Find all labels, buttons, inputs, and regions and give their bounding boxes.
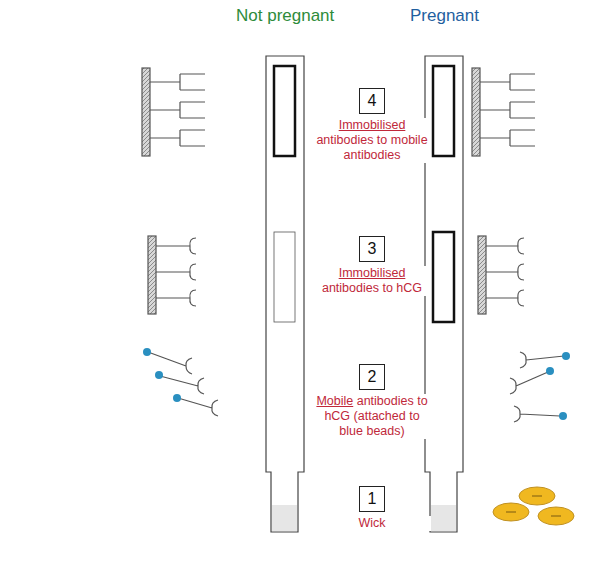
column-heading: Pregnant (410, 6, 479, 26)
bead-antibodies-right (510, 352, 570, 422)
immobilised-hcg-antibodies-right (478, 236, 524, 314)
step-description: Mobile antibodies to hCG (attached to bl… (313, 394, 431, 439)
strip-not-pregnant (266, 56, 304, 532)
callout-number: 3 (359, 236, 385, 262)
callout-number: 2 (359, 364, 385, 390)
bead-antibodies-left (143, 348, 218, 416)
callout-number: 4 (359, 88, 385, 114)
callout-number: 1 (359, 486, 385, 512)
step-box: 3Immobilised antibodies to hCG (313, 236, 431, 296)
immobilised-antibodies-right-top (472, 68, 535, 156)
step-box: 2Mobile antibodies to hCG (attached to b… (313, 364, 431, 439)
step-box: 1Wick (313, 486, 431, 531)
immobilised-hcg-antibodies-left (148, 236, 196, 314)
step-box: 4Immobilised antibodies to mobile antibo… (313, 88, 431, 163)
hcg-molecules (493, 487, 574, 525)
immobilised-antibodies-left-top (142, 68, 205, 156)
step-description: Immobilised antibodies to mobile antibod… (313, 118, 431, 163)
step-description: Wick (313, 516, 431, 531)
column-heading: Not pregnant (236, 6, 334, 26)
step-description: Immobilised antibodies to hCG (313, 266, 431, 296)
